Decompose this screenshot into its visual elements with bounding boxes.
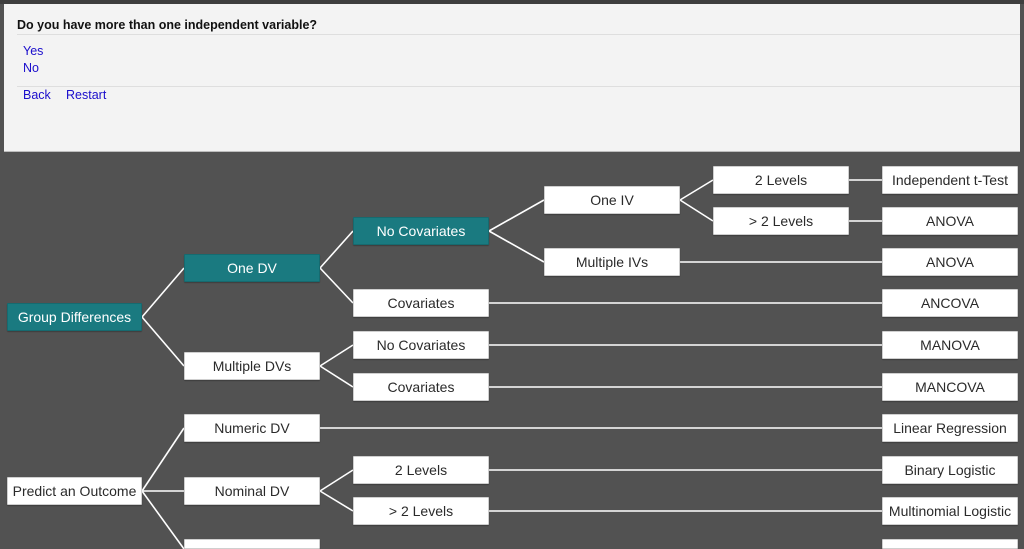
node-multiple-ivs[interactable]: Multiple IVs <box>544 248 680 276</box>
result-manova[interactable]: MANOVA <box>882 331 1018 359</box>
result-linear-regression[interactable]: Linear Regression <box>882 414 1018 442</box>
node-multiple-dvs[interactable]: Multiple DVs <box>184 352 320 380</box>
result-multinomial-logistic[interactable]: Multinomial Logistic <box>882 497 1018 525</box>
back-link[interactable]: Back <box>23 88 51 102</box>
node-no-covariates-mdv[interactable]: No Covariates <box>353 331 489 359</box>
node-two-levels-nominal[interactable]: 2 Levels <box>353 456 489 484</box>
node-predict-outcome[interactable]: Predict an Outcome <box>7 477 142 505</box>
node-no-covariates[interactable]: No Covariates <box>353 217 489 245</box>
node-covariates-mdv[interactable]: Covariates <box>353 373 489 401</box>
node-two-levels[interactable]: 2 Levels <box>713 166 849 194</box>
node-group-differences[interactable]: Group Differences <box>7 303 142 331</box>
result-anova[interactable]: ANOVA <box>882 207 1018 235</box>
result-ancova[interactable]: ANCOVA <box>882 289 1018 317</box>
divider <box>17 86 1020 87</box>
node-gt2-levels-nominal[interactable]: > 2 Levels <box>353 497 489 525</box>
question-text: Do you have more than one independent va… <box>17 18 318 32</box>
node-nominal-dv[interactable]: Nominal DV <box>184 477 320 505</box>
node-numeric-dv[interactable]: Numeric DV <box>184 414 320 442</box>
node-covariates[interactable]: Covariates <box>353 289 489 317</box>
result-ordinal-partial[interactable] <box>882 539 1018 549</box>
divider <box>17 34 1020 35</box>
result-anova-multiple-ivs[interactable]: ANOVA <box>882 248 1018 276</box>
result-binary-logistic[interactable]: Binary Logistic <box>882 456 1018 484</box>
restart-link[interactable]: Restart <box>66 88 107 102</box>
option-no[interactable]: No <box>23 61 39 75</box>
top-bar <box>0 0 1024 4</box>
node-ordinal-dv-partial[interactable] <box>184 539 320 549</box>
result-mancova[interactable]: MANCOVA <box>882 373 1018 401</box>
question-panel: Do you have more than one independent va… <box>4 4 1020 152</box>
node-gt2-levels[interactable]: > 2 Levels <box>713 207 849 235</box>
node-one-dv[interactable]: One DV <box>184 254 320 282</box>
option-yes[interactable]: Yes <box>23 44 44 58</box>
result-independent-t-test[interactable]: Independent t-Test <box>882 166 1018 194</box>
node-one-iv[interactable]: One IV <box>544 186 680 214</box>
